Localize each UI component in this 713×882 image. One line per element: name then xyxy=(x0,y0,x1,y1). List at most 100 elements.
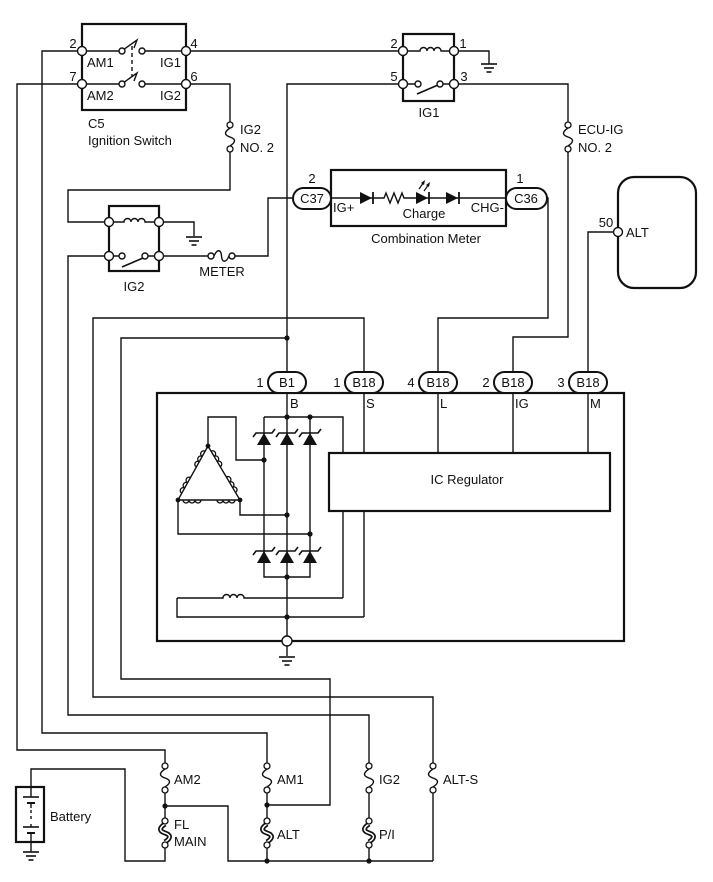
field-coil-icon xyxy=(177,593,343,599)
connector-b18-m: B18 3 M xyxy=(557,371,608,411)
fuse-am1: AM1 xyxy=(261,762,304,794)
svg-text:B18: B18 xyxy=(501,375,524,390)
pin-number: 6 xyxy=(190,69,197,84)
wire-ig2-no2-to-relay xyxy=(67,149,231,223)
fuse-am2: AM2 xyxy=(159,762,201,794)
pin-number: 2 xyxy=(308,171,315,186)
connector-c37 xyxy=(292,187,332,210)
ic-regulator xyxy=(327,451,612,513)
terminal-l: L xyxy=(440,396,447,411)
battery-label: Battery xyxy=(50,809,92,824)
wire-meter-to-c37 xyxy=(232,197,293,257)
fuse-label: ALT-S xyxy=(443,772,478,787)
wire-ig1-relay-out xyxy=(454,83,569,125)
ground-icon xyxy=(185,236,203,246)
pin-number: 3 xyxy=(557,375,564,390)
terminal-ig-plus: IG+ xyxy=(333,200,354,215)
connector-id: C36 xyxy=(514,191,538,206)
pin-number: 1 xyxy=(459,36,466,51)
pin-number: 4 xyxy=(407,375,414,390)
svg-text:B18: B18 xyxy=(576,375,599,390)
terminal-b: B xyxy=(290,396,299,411)
ground-icon xyxy=(22,851,40,861)
connector-b18-ig: B18 2 IG xyxy=(482,371,533,411)
ground-icon xyxy=(278,656,296,666)
fuse-label: METER xyxy=(199,264,245,279)
wire-am1 xyxy=(41,50,268,766)
terminal-ig2: IG2 xyxy=(160,88,181,103)
pin-number: 3 xyxy=(460,69,467,84)
connector-id: C5 xyxy=(88,116,105,131)
ig2-relay: IG2 xyxy=(103,204,203,294)
wire-ecm-to-m xyxy=(587,231,618,372)
pin-number: 2 xyxy=(482,375,489,390)
terminal-ig1: IG1 xyxy=(160,55,181,70)
wire-ecu-ig-to-ig xyxy=(512,149,569,372)
pin-number: 1 xyxy=(256,375,263,390)
pin-number: 1 xyxy=(516,171,523,186)
relay-label: IG2 xyxy=(124,279,145,294)
fuse-label: AM2 xyxy=(174,772,201,787)
regulator-label: IC Regulator xyxy=(431,472,505,487)
svg-text:B18: B18 xyxy=(352,375,375,390)
wire-ig2-out xyxy=(186,83,231,125)
fuse-ig2-no2: IG2 NO. 2 xyxy=(224,121,274,155)
pin-number: 7 xyxy=(69,69,76,84)
fuse-label: NO. 2 xyxy=(578,140,612,155)
fuse-ig2: IG2 xyxy=(363,762,400,794)
wiring xyxy=(16,50,618,862)
junctions xyxy=(162,802,372,864)
coil-icon xyxy=(403,46,454,52)
fuse-label: AM1 xyxy=(277,772,304,787)
component-name: Combination Meter xyxy=(371,231,481,246)
coil-icon xyxy=(109,217,159,223)
fusible-link-fl-main: FL MAIN xyxy=(161,817,207,849)
terminal-m: M xyxy=(590,396,601,411)
ecm-alt-module: 50 ALT xyxy=(599,175,698,290)
terminal-s: S xyxy=(366,396,375,411)
terminal-am1: AM1 xyxy=(87,55,114,70)
wire-ig1-relay-ground xyxy=(454,50,490,64)
terminal-am2: AM2 xyxy=(87,88,114,103)
fuse-label: NO. 2 xyxy=(240,140,274,155)
pin-number: 4 xyxy=(190,36,197,51)
wire-ig2-fuse-to-relay xyxy=(67,255,370,766)
connector-b1: B1 1 B xyxy=(256,371,307,411)
charge-warning-led-icon xyxy=(416,180,430,204)
fusible-link-label: FL xyxy=(174,817,189,832)
fuse-label: IG2 xyxy=(379,772,400,787)
wire-ig2-relay-ground xyxy=(159,221,195,236)
connector-c36 xyxy=(505,187,548,210)
wire-am2 xyxy=(16,83,166,766)
wire-b-terminal xyxy=(286,83,403,372)
stator-coil-icon xyxy=(176,444,242,504)
fusible-link-alt: ALT xyxy=(263,818,300,848)
wire-b-to-alt-link xyxy=(120,337,331,806)
pin-number: 2 xyxy=(390,36,397,51)
battery: Battery xyxy=(14,785,92,861)
relay-label: IG1 xyxy=(419,105,440,120)
resistor-icon xyxy=(331,191,506,205)
pin-number: 5 xyxy=(390,69,397,84)
component-name: Ignition Switch xyxy=(88,133,172,148)
terminal-chg-minus: CHG- xyxy=(471,200,504,215)
indicator-label: Charge xyxy=(403,206,446,221)
connector-b18-l: B18 4 L xyxy=(407,371,458,411)
ig1-relay: 2 1 5 3 IG1 xyxy=(390,32,498,120)
fuse-meter: METER xyxy=(199,250,245,279)
fusible-link-label: ALT xyxy=(277,827,300,842)
terminal-ig: IG xyxy=(515,396,529,411)
connector-id: C37 xyxy=(300,191,324,206)
fuse-label: ECU-IG xyxy=(578,122,624,137)
svg-text:B1: B1 xyxy=(279,375,295,390)
fusible-link-p-i: P/I xyxy=(365,818,395,848)
wire-s-terminal xyxy=(92,317,434,766)
diode-icon xyxy=(360,192,374,204)
pin-number: 1 xyxy=(333,375,340,390)
ground-icon xyxy=(480,63,498,73)
fuse-ecu-ig-no2: ECU-IG NO. 2 xyxy=(562,121,624,155)
fuse-alt-s: ALT-S xyxy=(427,762,478,794)
ignition-switch: 2 4 7 6 AM1 IG1 AM2 IG2 C5 Ignition Swit… xyxy=(69,22,198,148)
alternator: IC Regulator B1 1 B B18 1 S B18 4 L B18 xyxy=(155,335,626,666)
